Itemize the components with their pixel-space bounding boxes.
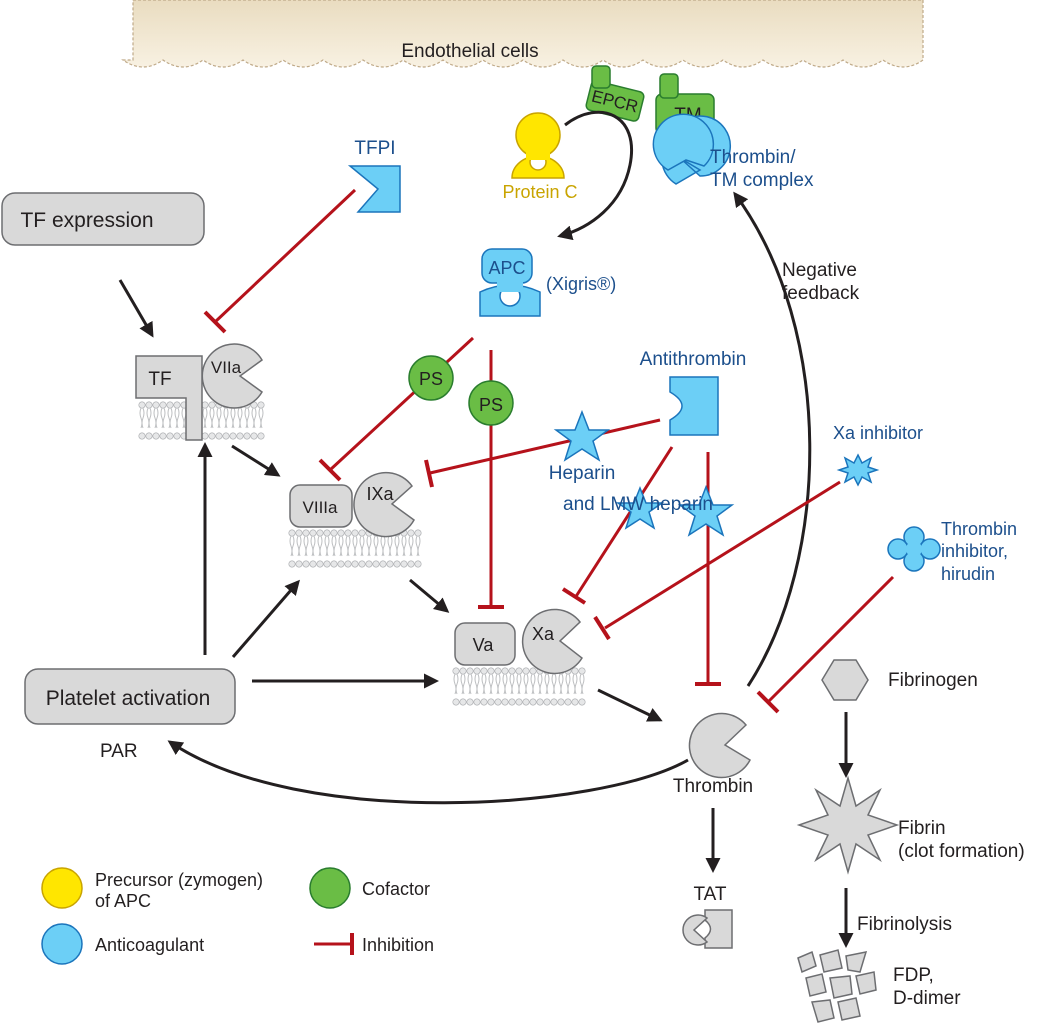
tf-expression-arrow: [118, 279, 154, 338]
fibrin-label-1: Fibrin: [898, 818, 946, 839]
fibrinolysis-label: Fibrinolysis: [857, 914, 952, 935]
antithrombin-ixa-inhibition-bar: [424, 459, 434, 488]
xa-inhibitor-inhibition-line: [604, 480, 841, 630]
tf-to-viiia-arrow: [231, 444, 281, 477]
fibrin-star-icon: [796, 775, 900, 875]
negative-feedback-label-1: Negative: [782, 260, 857, 281]
tfpi-inhibition-bar: [203, 310, 227, 334]
legend-cofactor-label: Cofactor: [362, 879, 430, 899]
thrombin-to-par-arrow: [167, 740, 689, 805]
ps-right-label: PS: [479, 395, 503, 415]
viiia-ixa-membrane: [288, 529, 422, 568]
xa-to-thrombin-arrow: [597, 688, 663, 722]
xa-inhibitor-icon: [836, 453, 880, 487]
thrombin-tm-complex: Thrombin/ TM complex: [652, 113, 814, 191]
apc-viiia-inhibition-line: [328, 336, 475, 472]
tfpi-inhibition-line: [213, 188, 357, 324]
platelet-activation-label: Platelet activation: [46, 687, 211, 710]
antithrombin-xa-inhibition-bar: [561, 587, 587, 605]
thrombin-tm-label-2: TM complex: [710, 170, 814, 191]
thrombin-label: Thrombin: [673, 776, 753, 797]
tfpi-label: TFPI: [354, 138, 395, 159]
xa-inhibitor-inhibition-bar: [593, 615, 611, 641]
apc-viiia-inhibition-bar: [318, 458, 342, 482]
fibrinogen-hexagon-icon: [821, 659, 869, 701]
va-xa-membrane: [452, 667, 586, 706]
apc: APC (Xigris®): [479, 248, 616, 317]
xa-inhibitor: Xa inhibitor: [833, 423, 923, 487]
ps-left-label: PS: [419, 369, 443, 389]
antithrombin-xa-inhibition-line: [573, 446, 674, 599]
lmw-heparin-star-icon: [677, 484, 735, 537]
antithrombin-label: Antithrombin: [640, 349, 747, 370]
hirudin-inhibition-line: [766, 575, 895, 704]
fibrinogen-label: Fibrinogen: [888, 670, 978, 691]
tf-viia-complex: TF VIIa: [135, 343, 265, 441]
ps-right: PS: [468, 380, 514, 426]
fdp-fragments-icon: [797, 949, 877, 1023]
thrombin-inhibitor-label-3: hirudin: [941, 564, 995, 584]
thrombin-inhibitor-label-1: Thrombin: [941, 519, 1017, 539]
viiia-label: VIIIa: [303, 498, 339, 517]
ixa-label: IXa: [366, 484, 394, 504]
heparin-label-1: Heparin: [549, 463, 616, 484]
negative-feedback-label-2: feedback: [782, 283, 860, 304]
tf-expression-label: TF expression: [20, 209, 153, 232]
legend-anticoagulant-swatch: [41, 923, 83, 965]
antithrombin-ixa-inhibition-line: [429, 418, 661, 475]
tat: TAT: [682, 884, 733, 949]
legend-anticoagulant-label: Anticoagulant: [95, 935, 204, 955]
platelet-activation-box: Platelet activation: [24, 668, 236, 725]
va-label: Va: [473, 635, 495, 655]
xa-inhibitor-label: Xa inhibitor: [833, 423, 923, 443]
heparin: Heparin and LMW heparin: [549, 409, 735, 537]
protein-c-activation-arrow: [557, 110, 633, 241]
ps-left: PS: [408, 355, 454, 401]
heparin-star-icon: [553, 409, 611, 462]
xa-label: Xa: [532, 624, 555, 644]
legend-precursor-label-2: of APC: [95, 891, 151, 911]
fdp-label-1: FDP,: [893, 965, 934, 986]
legend-precursor-label-1: Precursor (zymogen): [95, 870, 263, 890]
tf-label: TF: [148, 369, 171, 390]
xigris-label: (Xigris®): [546, 274, 616, 294]
heparin-small-star-icon: [615, 485, 665, 530]
fibrinogen: Fibrinogen: [821, 659, 978, 701]
heparin-label-2: and LMW heparin: [563, 494, 713, 515]
legend-cofactor-swatch: [309, 867, 351, 909]
platelet-to-viiia-arrow: [231, 579, 300, 658]
negative-feedback-arrow: [733, 191, 812, 687]
tat-label: TAT: [693, 884, 726, 905]
thrombin-inhibitor: Thrombin inhibitor, hirudin: [887, 519, 1017, 584]
viia-label: VIIa: [211, 358, 242, 377]
legend-inhibition-label: Inhibition: [362, 935, 434, 955]
thrombin-tm-label-1: Thrombin/: [710, 147, 796, 168]
ixa-to-xa-arrow: [409, 578, 450, 613]
hirudin-inhibition-bar: [756, 690, 780, 714]
legend-precursor-swatch: [41, 867, 83, 909]
apc-label: APC: [488, 258, 525, 278]
protein-c-label: Protein C: [502, 182, 577, 202]
thrombin: Thrombin: [673, 712, 753, 797]
hirudin-clover-icon: [887, 526, 941, 572]
par-label: PAR: [100, 741, 138, 762]
thrombin-inhibitor-label-2: inhibitor,: [941, 541, 1008, 561]
legend: Precursor (zymogen) of APC Cofactor Anti…: [41, 867, 434, 965]
viiia-ixa-complex: VIIIa IXa: [288, 471, 422, 568]
antithrombin: Antithrombin: [640, 349, 747, 436]
va-xa-complex: Va Xa: [452, 608, 586, 706]
fdp-label-2: D-dimer: [893, 988, 961, 1009]
protein-c: Protein C: [502, 112, 578, 202]
tfpi: TFPI: [347, 138, 401, 213]
tf-expression-box: TF expression: [1, 192, 205, 246]
endothelial-label: Endothelial cells: [401, 41, 538, 62]
endothelial-cells: Endothelial cells: [121, 0, 924, 68]
fibrin-label-2: (clot formation): [898, 841, 1025, 862]
fibrin: Fibrin (clot formation): [796, 775, 1025, 875]
